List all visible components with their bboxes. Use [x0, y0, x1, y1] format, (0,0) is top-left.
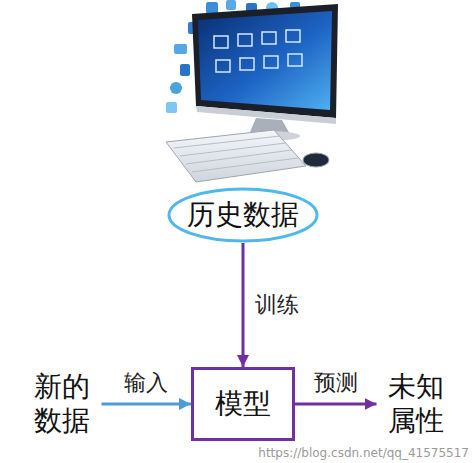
screen-icon: [262, 32, 276, 44]
data-ellipse: 历史数据: [167, 187, 319, 243]
monitor: [192, 4, 338, 141]
keyboard: [166, 130, 306, 182]
key-row: [186, 150, 292, 164]
app-icon: [174, 44, 187, 54]
key-row: [192, 158, 298, 172]
edge-label: 输入: [122, 370, 170, 396]
screen-icon: [240, 58, 254, 70]
screen-icon: [288, 54, 302, 66]
node-text: 新的 数据: [33, 370, 92, 437]
node-text: 历史数据: [187, 198, 299, 232]
edge-label: 预测: [312, 370, 360, 396]
app-icon: [206, 2, 218, 14]
monitor-frame: [192, 4, 338, 118]
keyboard-body: [166, 130, 306, 182]
screen-icon: [214, 36, 228, 48]
mouse: [303, 153, 329, 167]
output-text: 未知 属性: [385, 368, 448, 440]
screen-icon: [216, 60, 230, 72]
app-icon: [180, 64, 190, 76]
flow-arrow: [242, 243, 245, 367]
edge-label: 训练: [253, 292, 301, 318]
app-icon: [226, 0, 236, 10]
watermark: https://blog.csdn.net/qq_41575517: [258, 446, 469, 460]
app-icon: [166, 102, 177, 113]
node-text: 模型: [215, 387, 271, 421]
key-row: [180, 143, 286, 156]
app-icon: [170, 82, 182, 94]
screen-icon: [286, 30, 300, 42]
flow-arrow: [102, 403, 192, 406]
input-text: 新的 数据: [31, 368, 94, 440]
model-box: 模型: [191, 367, 295, 441]
key-row: [174, 136, 280, 148]
monitor-screen: [198, 11, 332, 110]
ellipse-shape: [169, 189, 317, 241]
flow-arrow: [295, 403, 377, 406]
screen-icon: [238, 34, 252, 46]
screen-icon: [264, 56, 278, 68]
node-text: 未知 属性: [387, 370, 446, 437]
